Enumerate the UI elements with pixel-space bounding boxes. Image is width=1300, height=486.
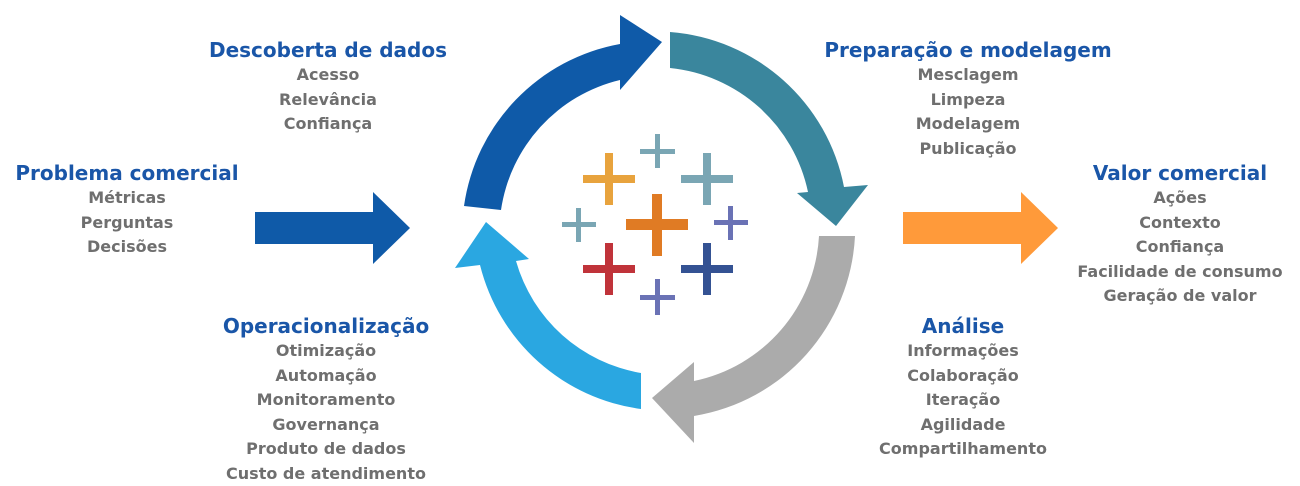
- list-item: Confiança: [196, 112, 460, 137]
- list-item: Automação: [200, 364, 452, 389]
- section-operacionalizacao: Operacionalização Otimização Automação M…: [200, 313, 452, 486]
- list-item: Relevância: [196, 88, 460, 113]
- list-item: Modelagem: [808, 112, 1128, 137]
- section-analise: Análise Informações Colaboração Iteração…: [848, 313, 1078, 462]
- section-title: Problema comercial: [0, 160, 254, 186]
- section-items: Otimização Automação Monitoramento Gover…: [200, 339, 452, 486]
- list-item: Mesclagem: [808, 63, 1128, 88]
- list-item: Contexto: [1060, 211, 1300, 236]
- list-item: Métricas: [0, 186, 254, 211]
- section-items: Ações Contexto Confiança Facilidade de c…: [1060, 186, 1300, 309]
- list-item: Geração de valor: [1060, 284, 1300, 309]
- list-item: Confiança: [1060, 235, 1300, 260]
- list-item: Facilidade de consumo: [1060, 260, 1300, 285]
- list-item: Limpeza: [808, 88, 1128, 113]
- list-item: Iteração: [848, 388, 1078, 413]
- section-items: Mesclagem Limpeza Modelagem Publicação: [808, 63, 1128, 161]
- list-item: Compartilhamento: [848, 437, 1078, 462]
- section-items: Acesso Relevância Confiança: [196, 63, 460, 137]
- list-item: Publicação: [808, 137, 1128, 162]
- section-title: Preparação e modelagem: [808, 37, 1128, 63]
- list-item: Acesso: [196, 63, 460, 88]
- tableau-logo-icon: [562, 134, 748, 315]
- list-item: Decisões: [0, 235, 254, 260]
- list-item: Informações: [848, 339, 1078, 364]
- list-item: Governança: [200, 413, 452, 438]
- list-item: Ações: [1060, 186, 1300, 211]
- input-arrow: [255, 192, 410, 264]
- section-items: Métricas Perguntas Decisões: [0, 186, 254, 260]
- list-item: Agilidade: [848, 413, 1078, 438]
- output-arrow: [903, 192, 1058, 264]
- list-item: Custo de atendimento: [200, 462, 452, 486]
- list-item: Perguntas: [0, 211, 254, 236]
- list-item: Monitoramento: [200, 388, 452, 413]
- section-preparacao: Preparação e modelagem Mesclagem Limpeza…: [808, 37, 1128, 161]
- section-title: Análise: [848, 313, 1078, 339]
- section-problema: Problema comercial Métricas Perguntas De…: [0, 160, 254, 260]
- section-title: Descoberta de dados: [196, 37, 460, 63]
- section-items: Informações Colaboração Iteração Agilida…: [848, 339, 1078, 462]
- section-title: Operacionalização: [200, 313, 452, 339]
- list-item: Otimização: [200, 339, 452, 364]
- cycle-arrow-operationalization: [455, 222, 641, 409]
- list-item: Produto de dados: [200, 437, 452, 462]
- section-valor: Valor comercial Ações Contexto Confiança…: [1060, 160, 1300, 309]
- section-title: Valor comercial: [1060, 160, 1300, 186]
- list-item: Colaboração: [848, 364, 1078, 389]
- section-descoberta: Descoberta de dados Acesso Relevância Co…: [196, 37, 460, 137]
